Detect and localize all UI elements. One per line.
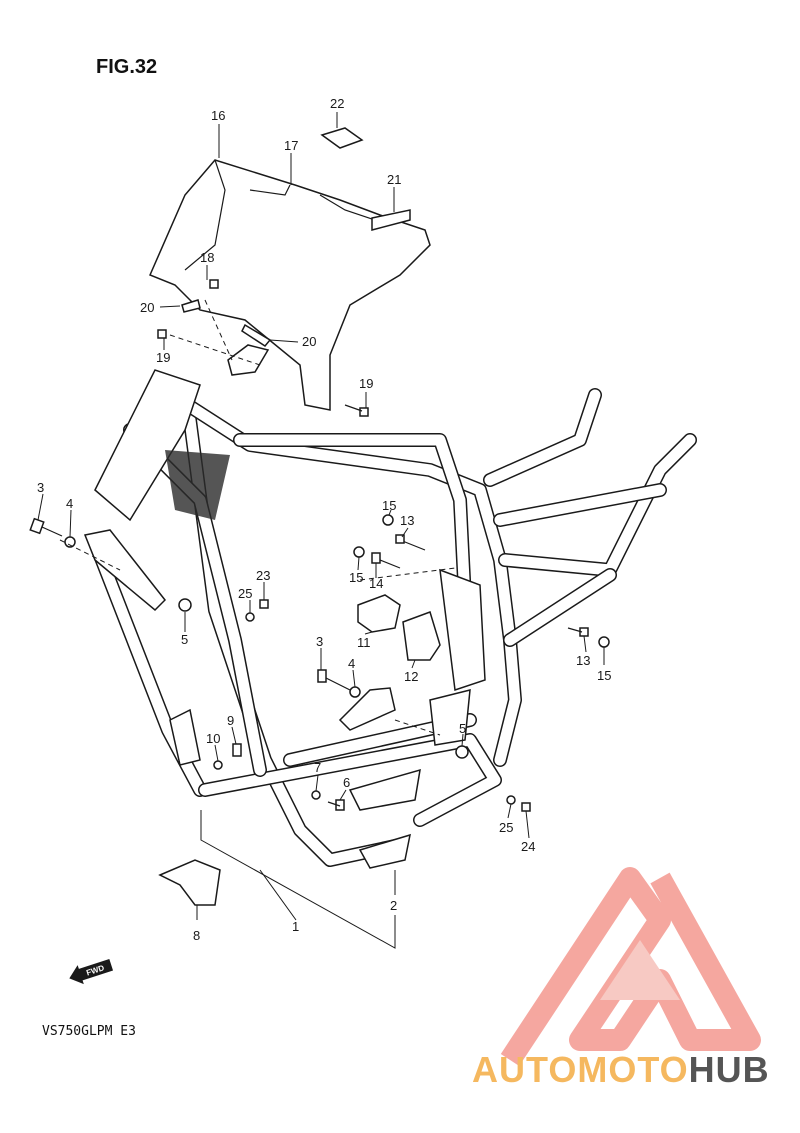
part-15-cap-a [382,514,394,526]
callout-14: 14 [369,576,383,591]
part-4-washer-center [349,686,361,698]
watermark-logo-mark [500,867,761,1067]
callout-11: 11 [357,635,371,650]
callout-5-center: 5 [459,721,466,736]
part-11-bracket [357,594,401,633]
callout-16: 16 [211,108,225,123]
callout-17: 17 [284,138,298,153]
part-21-strip [371,209,411,231]
part-20-clip-b [241,323,272,347]
watermark-text: AUTOMOTOHUB [472,1049,770,1090]
part-10-washer [213,760,223,770]
callout-12: 12 [404,669,418,684]
callout-13-b: 13 [576,653,590,668]
part-14-bolt [371,552,381,564]
part-12-bracket [402,611,441,661]
callout-3-left: 3 [37,480,44,495]
callout-2: 2 [390,898,397,913]
callout-5-left: 5 [181,632,188,647]
callout-9: 9 [227,713,234,728]
part-23-bolt [259,599,269,609]
callout-13-a: 13 [400,513,414,528]
callout-15-b: 15 [349,570,363,585]
part-3-bolt-left [29,517,45,535]
callout-23: 23 [256,568,270,583]
part-24-bolt [521,802,531,812]
callout-4-left: 4 [66,496,73,511]
part-9-bolt [232,743,242,757]
callout-labels: 22 16 17 21 18 20 20 19 19 3 4 5 15 13 1… [37,96,611,943]
part-13-bolt-a [395,534,405,544]
part-25-washer-a [245,612,255,622]
callout-20-right: 20 [302,334,316,349]
fasteners [29,279,610,812]
figure-title: FIG.32 [96,56,157,78]
part-7-washer [311,790,321,800]
part-5-nut-left [178,598,192,612]
callout-15-a: 15 [382,498,396,513]
part-3-bolt-center [317,669,327,683]
callout-3-center: 3 [316,634,323,649]
steering-head-gusset [94,369,201,522]
watermark-text-part2: HUB [689,1049,770,1090]
part-22-pad [320,127,364,149]
part-8-bracket [158,859,221,906]
callout-25-left: 25 [238,586,252,601]
assembly-lines [59,299,456,736]
model-code: VS750GLPM E3 [42,1024,136,1039]
frame-cover-part-17 [149,159,431,411]
part-15-cap-b [353,546,365,558]
part-15-cap-c [598,636,610,648]
callout-18: 18 [200,250,214,265]
callout-24: 24 [521,839,535,854]
leader-lines [37,112,605,949]
callout-7: 7 [314,760,321,775]
callout-6: 6 [343,775,350,790]
automotohub-watermark [500,867,761,1067]
part-19-bolt-b [359,407,369,417]
part-18-screw [209,279,219,289]
forward-direction-arrow: FWD [69,959,114,985]
part-19-bolt-a [157,329,167,339]
callout-19-right: 19 [359,376,373,391]
callout-19-left: 19 [156,350,170,365]
part-20-clip-a [181,299,201,313]
callout-21: 21 [387,172,401,187]
callout-20-left: 20 [140,300,154,315]
part-2-bracket [358,833,411,869]
callout-1: 1 [292,919,299,934]
part-25-washer-b [506,795,516,805]
callout-8: 8 [193,928,200,943]
callout-4-center: 4 [348,656,355,671]
callout-15-c: 15 [597,668,611,683]
callout-10: 10 [206,731,220,746]
callout-22: 22 [330,96,344,111]
part-5-nut-center [455,745,469,759]
watermark-text-part1: AUTOMOTO [472,1049,689,1090]
callout-25-right: 25 [499,820,513,835]
